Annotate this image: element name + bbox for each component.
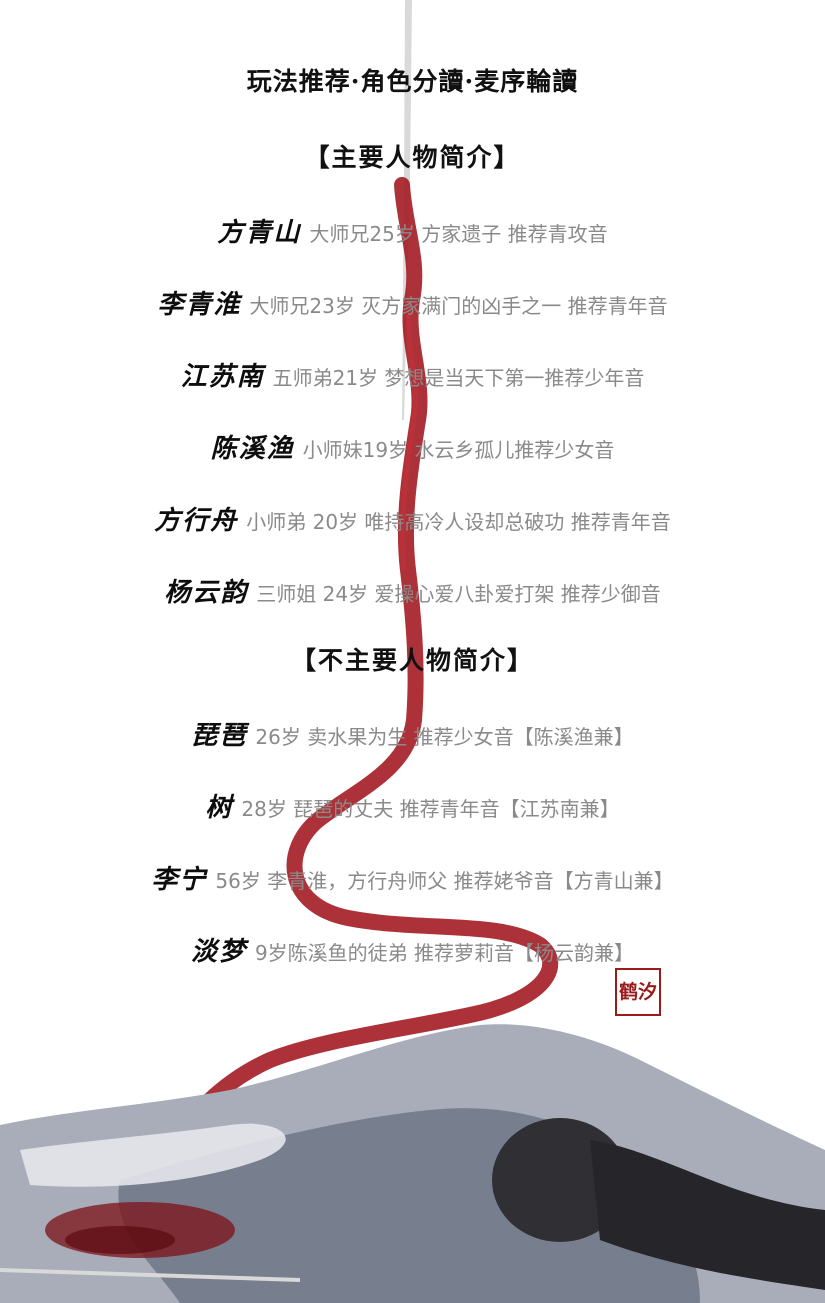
character-row: 方青山大师兄25岁 方家遗子 推荐青攻音 (0, 212, 825, 249)
character-desc: 28岁 琵琶的丈夫 推荐青年音【江苏南兼】 (241, 797, 620, 821)
character-name: 江苏南 (180, 362, 265, 392)
character-desc: 大师兄25岁 方家遗子 推荐青攻音 (309, 222, 608, 246)
red-ribbon (92, 177, 559, 1248)
minor-section-heading: 【不主要人物简介】 (290, 646, 534, 675)
character-name: 树 (205, 793, 234, 823)
character-name: 陈溪渔 (210, 434, 295, 464)
character-name: 杨云韵 (164, 578, 249, 608)
character-name: 方青山 (217, 218, 302, 248)
red-seal-stamp: 鹤汐 (615, 968, 661, 1016)
figure-hair (590, 1140, 825, 1290)
character-row: 李宁 56岁 李青淮，方行舟师父 推荐姥爷音【方青山兼】 (0, 859, 825, 896)
character-desc: 26岁 卖水果为生 推荐少女音【陈溪渔兼】 (255, 725, 634, 749)
character-row: 琵琶 26岁 卖水果为生 推荐少女音【陈溪渔兼】 (0, 715, 825, 752)
character-row: 江苏南五师弟21岁 梦想是当天下第一推荐少年音 (0, 356, 825, 393)
character-desc: 9岁陈溪鱼的徒弟 推荐萝莉音【杨云韵兼】 (254, 941, 635, 965)
character-row: 李青淮大师兄23岁 灭方家满门的凶手之一 推荐青年音 (0, 284, 825, 321)
character-row: 淡梦 9岁陈溪鱼的徒弟 推荐萝莉音【杨云韵兼】 (0, 931, 825, 968)
blood-pool-inner (65, 1226, 175, 1254)
character-name: 淡梦 (190, 937, 247, 967)
red-ribbon-highlight (400, 299, 418, 571)
page-title: 玩法推荐·角色分讀·麦序輪讀 (246, 67, 579, 96)
character-row: 方行舟小师弟 20岁 唯持高冷人设却总破功 推荐青年音 (0, 500, 825, 537)
character-desc: 大师兄23岁 灭方家满门的凶手之一 推荐青年音 (249, 294, 668, 318)
character-desc: 三师姐 24岁 爱操心爱八卦爱打架 推荐少御音 (256, 582, 661, 606)
character-name: 方行舟 (154, 506, 239, 536)
sword (0, 1268, 301, 1282)
main-section-heading: 【主要人物简介】 (304, 143, 521, 172)
character-row: 陈溪渔小师妹19岁 水云乡孤儿推荐少女音 (0, 428, 825, 465)
character-desc: 五师弟21岁 梦想是当天下第一推荐少年音 (272, 366, 645, 390)
character-row: 树 28岁 琵琶的丈夫 推荐青年音【江苏南兼】 (0, 787, 825, 824)
character-desc: 小师妹19岁 水云乡孤儿推荐少女音 (302, 438, 615, 462)
character-name: 李青淮 (157, 290, 242, 320)
figure-robe-light (20, 1123, 286, 1187)
character-desc: 56岁 李青淮，方行舟师父 推荐姥爷音【方青山兼】 (215, 869, 674, 893)
character-name: 琵琶 (191, 721, 248, 751)
character-row: 杨云韵三师姐 24岁 爱操心爱八卦爱打架 推荐少御音 (0, 572, 825, 609)
character-desc: 小师弟 20岁 唯持高冷人设却总破功 推荐青年音 (246, 510, 671, 534)
character-name: 李宁 (151, 865, 208, 895)
